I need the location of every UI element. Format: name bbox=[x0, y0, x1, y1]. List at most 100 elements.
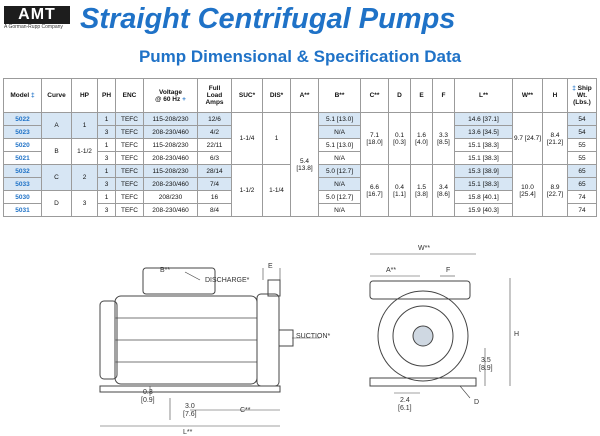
cell-dis: 1 bbox=[262, 112, 291, 165]
cell-enc: TEFC bbox=[115, 164, 144, 178]
cell-ph: 3 bbox=[97, 203, 116, 217]
cell-l: 15.9 [40.3] bbox=[454, 203, 513, 217]
col-ship: ‡ Ship Wt.(Lbs.) bbox=[567, 78, 597, 113]
label-dim-03: 0.3 bbox=[143, 389, 153, 396]
front-discharge-pipe bbox=[369, 280, 471, 300]
cell-b: N/A bbox=[318, 125, 361, 139]
cell-ship: 54 bbox=[567, 112, 597, 126]
col-b: B** bbox=[318, 78, 361, 113]
motor-end-cap bbox=[99, 300, 118, 380]
capacitor-box bbox=[142, 267, 216, 295]
cell-ship: 74 bbox=[567, 203, 597, 217]
label-d: D bbox=[474, 399, 479, 406]
cell-b: 5.0 [12.7] bbox=[318, 164, 361, 178]
cell-h: 8.9 [22.7] bbox=[542, 164, 568, 217]
cell-l: 14.6 [37.1] bbox=[454, 112, 513, 126]
cell-enc: TEFC bbox=[115, 203, 144, 217]
cell-f: 3.4 [8.6] bbox=[432, 164, 455, 217]
col-d: D bbox=[388, 78, 411, 113]
col-curve: Curve bbox=[41, 78, 72, 113]
cell-voltage: 115-208/230 bbox=[143, 138, 198, 152]
cell-amps: 4/2 bbox=[197, 125, 232, 139]
header: AMT A Gorman-Rupp Company Straight Centr… bbox=[0, 0, 600, 40]
cell-ship: 65 bbox=[567, 177, 597, 191]
cell-model: 5031 bbox=[3, 203, 42, 217]
cell-model: 5022 bbox=[3, 112, 42, 126]
cell-l: 15.1 [38.3] bbox=[454, 151, 513, 165]
cell-amps: 12/6 bbox=[197, 112, 232, 126]
discharge-port bbox=[267, 279, 281, 297]
cell-c: 6.6 [16.7] bbox=[360, 164, 389, 217]
cell-enc: TEFC bbox=[115, 190, 144, 204]
cell-amps: 22/11 bbox=[197, 138, 232, 152]
cell-curve: C bbox=[41, 164, 72, 191]
label-dim-35: 3.5 bbox=[481, 357, 491, 364]
table-row: 5030 D 3 1 TEFC 208/230 16 5.0 [12.7] 15… bbox=[3, 190, 597, 217]
cell-b: 5.1 [13.0] bbox=[318, 138, 361, 152]
col-enc: ENC bbox=[115, 78, 144, 113]
cell-enc: TEFC bbox=[115, 125, 144, 139]
label-dim-35-mm: [8.9] bbox=[479, 365, 493, 372]
col-a: A** bbox=[290, 78, 319, 113]
cell-ph: 1 bbox=[97, 190, 116, 204]
col-hp: HP bbox=[71, 78, 98, 113]
cell-b: 5.0 [12.7] bbox=[318, 190, 361, 204]
cell-b: N/A bbox=[318, 177, 361, 191]
col-c: C** bbox=[360, 78, 389, 113]
cell-w: 10.0 [25.4] bbox=[512, 164, 543, 217]
cell-model: 5033 bbox=[3, 177, 42, 191]
cell-model: 5032 bbox=[3, 164, 42, 178]
table-row: 5031 3 TEFC 208-230/460 8/4 N/A 15.9 [40… bbox=[3, 203, 597, 217]
col-suc: SUC* bbox=[231, 78, 263, 113]
col-model: Model ‡ bbox=[3, 78, 42, 113]
cell-amps: 7/4 bbox=[197, 177, 232, 191]
cell-model: 5030 bbox=[3, 190, 42, 204]
spec-table: Model ‡ Curve HP PH ENC Voltage@ 60 Hz +… bbox=[3, 78, 597, 217]
label-dim-24-mm: [6.1] bbox=[398, 405, 412, 412]
cell-model: 5023 bbox=[3, 125, 42, 139]
label-dim-30-mm: [7.6] bbox=[183, 411, 197, 418]
cell-voltage: 208-230/460 bbox=[143, 177, 198, 191]
cell-ph: 3 bbox=[97, 125, 116, 139]
cell-hp: 2 bbox=[71, 164, 98, 191]
pump-housing bbox=[256, 293, 280, 387]
cell-l: 15.8 [40.1] bbox=[454, 190, 513, 204]
cell-l: 15.3 [38.9] bbox=[454, 164, 513, 178]
side-dimension-lines bbox=[100, 268, 320, 427]
label-l: L** bbox=[183, 429, 193, 436]
label-suction: SUCTION* bbox=[296, 333, 331, 340]
col-l: L** bbox=[454, 78, 513, 113]
col-f: F bbox=[432, 78, 455, 113]
label-dim-03-mm: [0.9] bbox=[141, 397, 155, 404]
label-e: E bbox=[268, 263, 273, 270]
table-row: 5022 A 1 1 TEFC 115-208/230 12/6 1-1/4 1… bbox=[3, 112, 597, 217]
page-subtitle: Pump Dimensional & Specification Data bbox=[138, 47, 462, 66]
cell-voltage: 208-230/460 bbox=[143, 125, 198, 139]
label-a: A** bbox=[386, 267, 396, 274]
col-dis: DIS* bbox=[262, 78, 291, 113]
page-title: Straight Centrifugal Pumps bbox=[80, 3, 456, 35]
amt-logo: AMT A Gorman-Rupp Company bbox=[4, 6, 70, 31]
cell-hp: 1 bbox=[71, 112, 98, 139]
label-dim-24: 2.4 bbox=[400, 397, 410, 404]
cell-e: 1.6 [4.0] bbox=[410, 112, 433, 165]
cell-enc: TEFC bbox=[115, 177, 144, 191]
cell-l: 13.6 [34.5] bbox=[454, 125, 513, 139]
label-c: C** bbox=[240, 407, 251, 414]
cell-b: N/A bbox=[318, 203, 361, 217]
label-h: H bbox=[514, 331, 519, 338]
col-voltage: Voltage@ 60 Hz + bbox=[143, 78, 198, 113]
mounting-base bbox=[99, 385, 281, 393]
cell-amps: 16 bbox=[197, 190, 232, 204]
cell-voltage: 208-230/460 bbox=[143, 151, 198, 165]
cell-ph: 3 bbox=[97, 177, 116, 191]
cell-h: 8.4 [21.2] bbox=[542, 112, 568, 165]
cell-hp: 3 bbox=[71, 190, 98, 217]
cell-enc: TEFC bbox=[115, 138, 144, 152]
logo-text: AMT bbox=[4, 6, 70, 24]
cell-voltage: 208-230/460 bbox=[143, 203, 198, 217]
cell-ph: 1 bbox=[97, 112, 116, 126]
cell-ship: 55 bbox=[567, 151, 597, 165]
label-f: F bbox=[446, 267, 450, 274]
cell-ph: 3 bbox=[97, 151, 116, 165]
